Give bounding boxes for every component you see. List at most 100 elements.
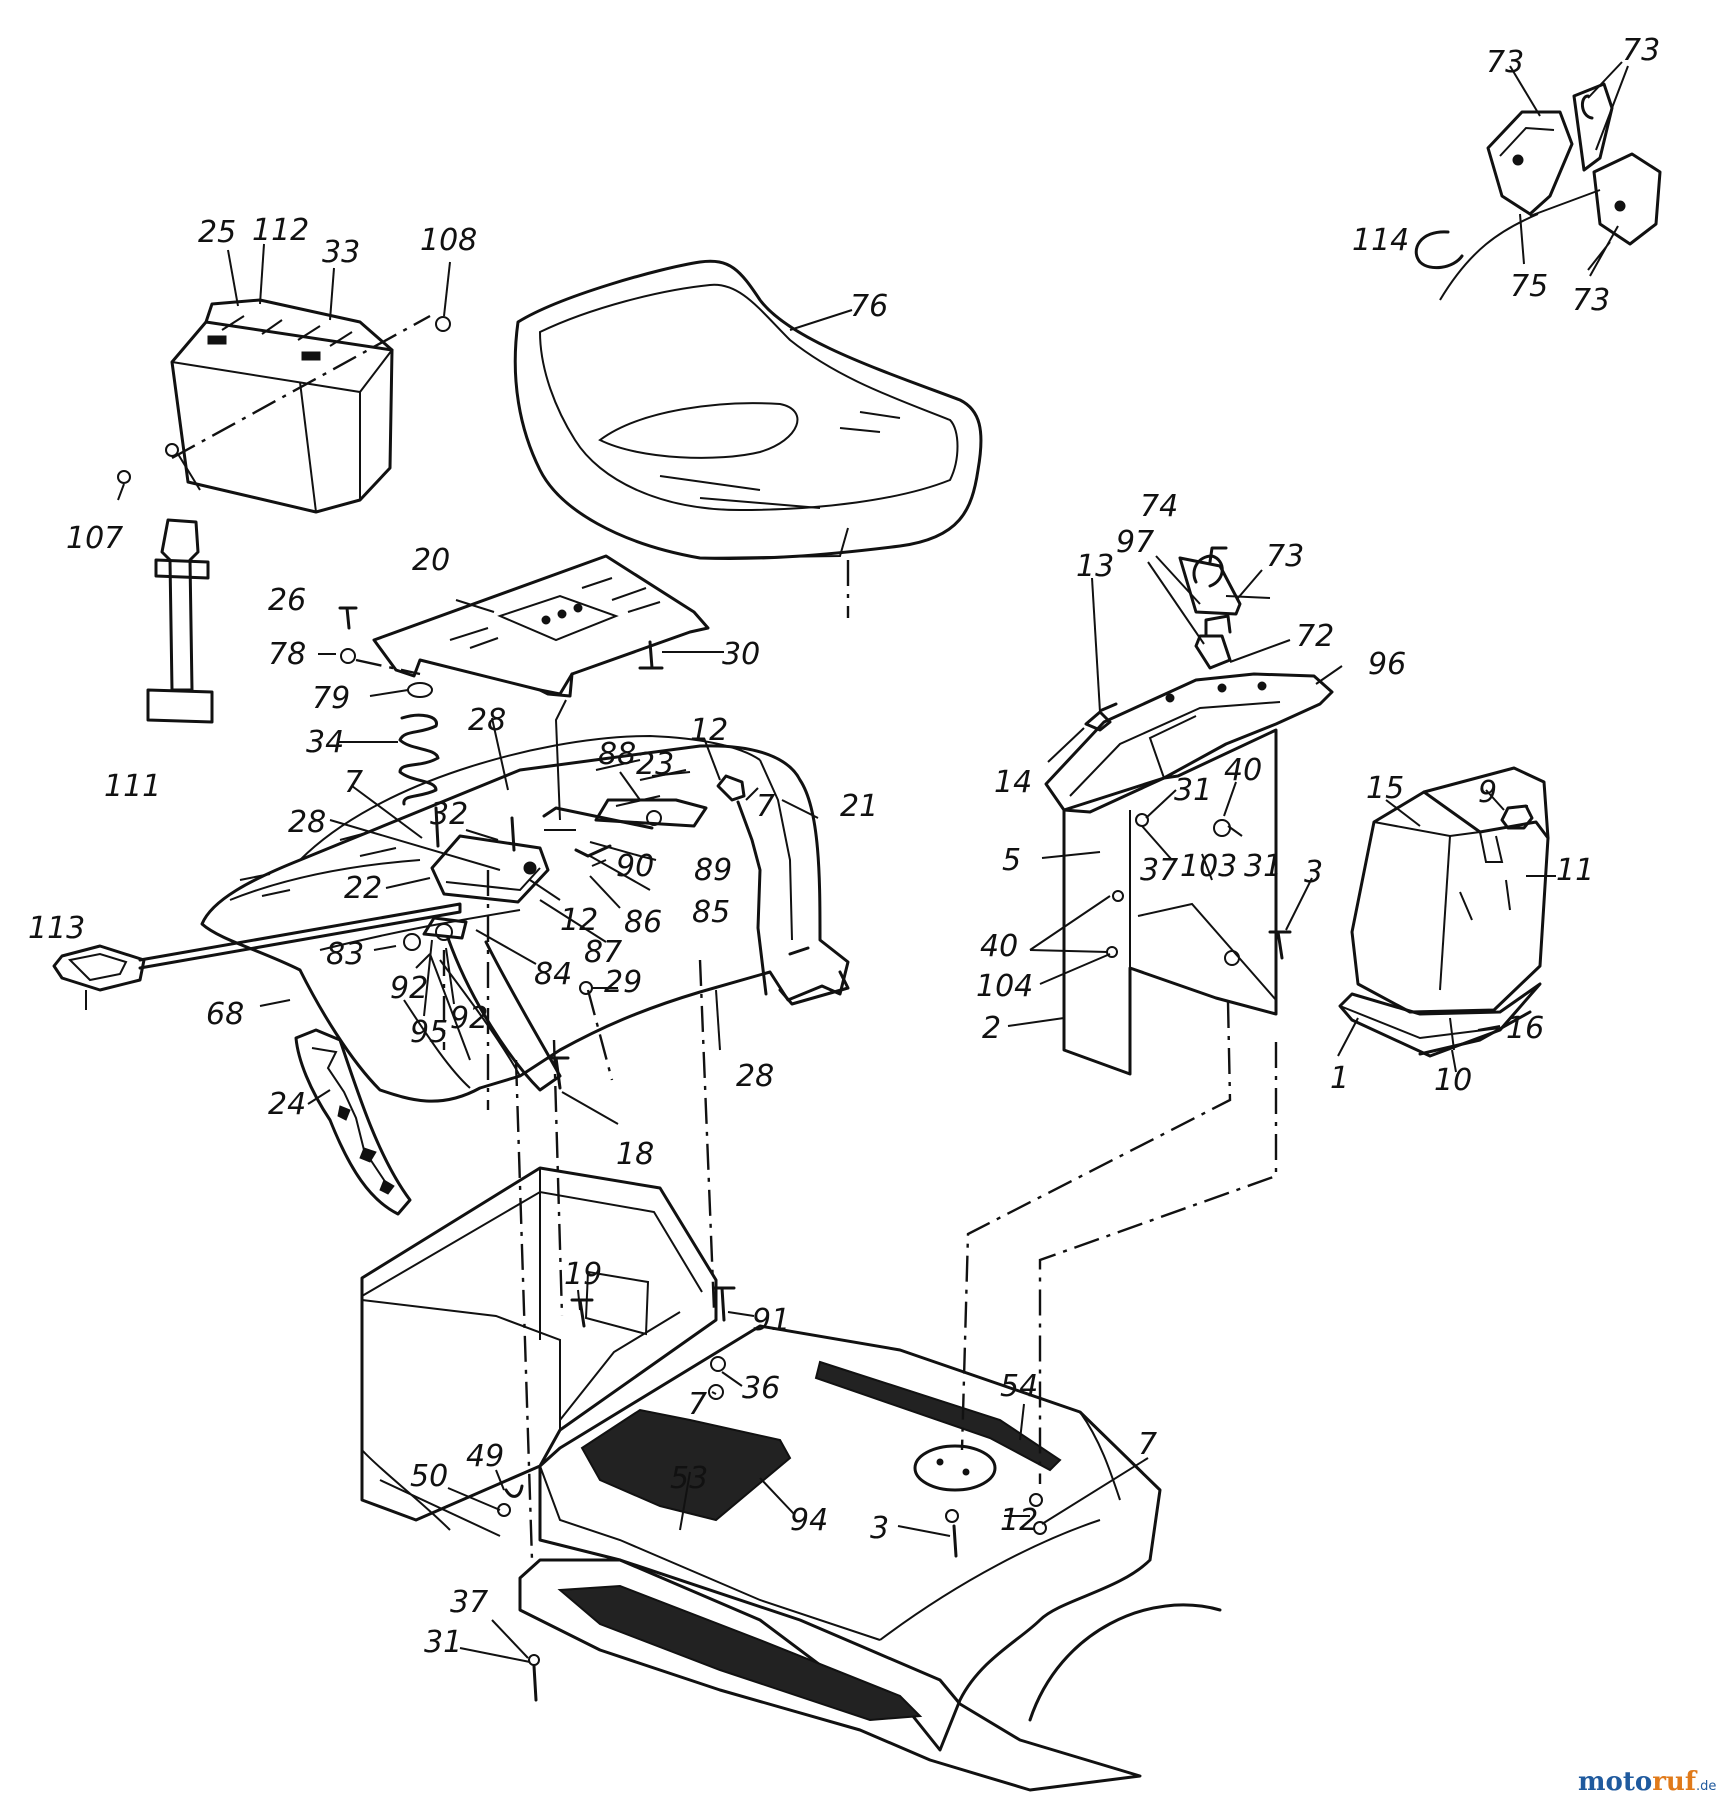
seat-assembly-dash-lines: [442, 870, 716, 1561]
callout-1: 1: [1330, 1061, 1349, 1096]
callout-23: 23: [636, 747, 674, 782]
callout-40-lower: 40: [980, 929, 1018, 964]
seat-bolt-30: [638, 640, 724, 670]
callout-114: 114: [1352, 223, 1409, 258]
battery-bolt-108: [435, 261, 451, 332]
seat: [513, 259, 983, 618]
callout-9: 9: [1478, 775, 1497, 810]
callout-28-right: 28: [736, 1059, 774, 1094]
callout-73-top-right: 73: [1622, 33, 1660, 68]
callout-90: 90: [616, 849, 654, 884]
callout-7-lower: 7: [688, 1387, 707, 1422]
callout-13: 13: [1076, 549, 1114, 584]
callout-73-bottom: 73: [1572, 283, 1610, 318]
callout-92-left: 92: [390, 971, 428, 1006]
callout-92-right: 92: [450, 1001, 488, 1036]
callout-12-lower: 12: [1000, 1503, 1038, 1538]
callout-31-upper: 31: [1174, 773, 1212, 808]
callout-76: 76: [850, 289, 888, 324]
bolt-18: [546, 1056, 570, 1090]
footrest: [518, 1558, 1142, 1792]
callout-96: 96: [1368, 647, 1406, 682]
callout-21: 21: [840, 789, 878, 824]
callout-111: 111: [104, 769, 161, 804]
seat-bolt-26: [338, 606, 421, 676]
callout-15: 15: [1366, 771, 1404, 806]
spring-34: [338, 713, 440, 806]
body-mount-bolts: [497, 1286, 1047, 1702]
floor-pan: [538, 1324, 1162, 1752]
callout-104: 104: [976, 969, 1033, 1004]
callout-32: 32: [430, 797, 468, 832]
dashboard: [1044, 672, 1334, 814]
hitch-plate-24: [294, 1028, 412, 1216]
callout-89: 89: [694, 853, 732, 888]
svg-text:motoruf.de: motoruf.de: [1578, 1767, 1716, 1797]
callout-84: 84: [534, 957, 572, 992]
callout-30: 30: [722, 637, 760, 672]
fuel-tank: [1338, 766, 1550, 1058]
seat-adjust-lever: [52, 902, 462, 1010]
wheel-well: [1028, 1603, 1222, 1722]
callout-88: 88: [598, 737, 636, 772]
callout-87: 87: [584, 935, 622, 970]
callout-18: 18: [616, 1137, 654, 1172]
callout-5: 5: [1002, 843, 1021, 878]
callout-22: 22: [344, 871, 382, 906]
callout-73-top-left: 73: [1486, 45, 1524, 80]
callout-91: 91: [752, 1303, 790, 1338]
watermark-logo: motoruf.de: [1578, 1767, 1716, 1797]
callout-26: 26: [268, 583, 306, 618]
seat-plate: [372, 554, 710, 821]
callout-79: 79: [312, 681, 350, 716]
callout-40-upper: 40: [1224, 753, 1262, 788]
callout-33: 33: [322, 235, 360, 270]
callout-72: 72: [1296, 619, 1334, 654]
callout-78: 78: [268, 637, 306, 672]
callout-74: 74: [1140, 489, 1178, 524]
callout-108: 108: [420, 223, 477, 258]
callout-2: 2: [982, 1011, 1001, 1046]
dashboard-upper-switch: [1178, 546, 1271, 670]
callout-10: 10: [1434, 1063, 1472, 1098]
callout-24: 24: [268, 1087, 306, 1122]
callout-54: 54: [1000, 1369, 1038, 1404]
battery-strap: [146, 518, 214, 724]
fender-bracket: [594, 774, 810, 996]
callout-86: 86: [624, 905, 662, 940]
callout-7-left: 7: [344, 765, 363, 800]
callout-19: 19: [564, 1257, 602, 1292]
dash-connect-lines: [960, 1001, 1278, 1484]
callout-49: 49: [466, 1439, 504, 1474]
callout-25: 25: [198, 215, 236, 250]
rear-fender: [200, 734, 850, 1103]
battery-bolt-107: [117, 443, 201, 501]
floor-mat-94: [580, 1408, 792, 1522]
callout-11: 11: [1556, 853, 1594, 888]
callout-50: 50: [410, 1459, 448, 1494]
callout-37-upper: 37: [1140, 853, 1178, 888]
rear-frame: [360, 1166, 718, 1537]
tread-54: [814, 1360, 1062, 1472]
callout-53: 53: [670, 1461, 708, 1496]
callout-16: 16: [1506, 1011, 1544, 1046]
callout-36: 36: [742, 1371, 780, 1406]
callout-113: 113: [28, 911, 85, 946]
callout-labels: 25 112 33 108 107 76 20 26 78 79 34 30 1…: [28, 33, 1660, 1660]
washer-79: [369, 682, 433, 698]
fuel-cap-9: [1500, 804, 1534, 830]
switch-detail: [1414, 82, 1662, 301]
callout-68: 68: [206, 997, 244, 1032]
callout-112: 112: [252, 213, 309, 248]
watermark-part-2: ruf: [1652, 1767, 1698, 1797]
callout-7-bottom-right: 7: [1138, 1427, 1157, 1462]
callout-14: 14: [994, 765, 1032, 800]
watermark-part-1: moto: [1578, 1767, 1652, 1797]
callout-31-right: 31: [1244, 849, 1282, 884]
callout-73-dash: 73: [1266, 539, 1304, 574]
bolt-29: [579, 981, 618, 995]
callout-103: 103: [1180, 849, 1237, 884]
callout-95: 95: [410, 1015, 448, 1050]
callout-83: 83: [326, 937, 364, 972]
